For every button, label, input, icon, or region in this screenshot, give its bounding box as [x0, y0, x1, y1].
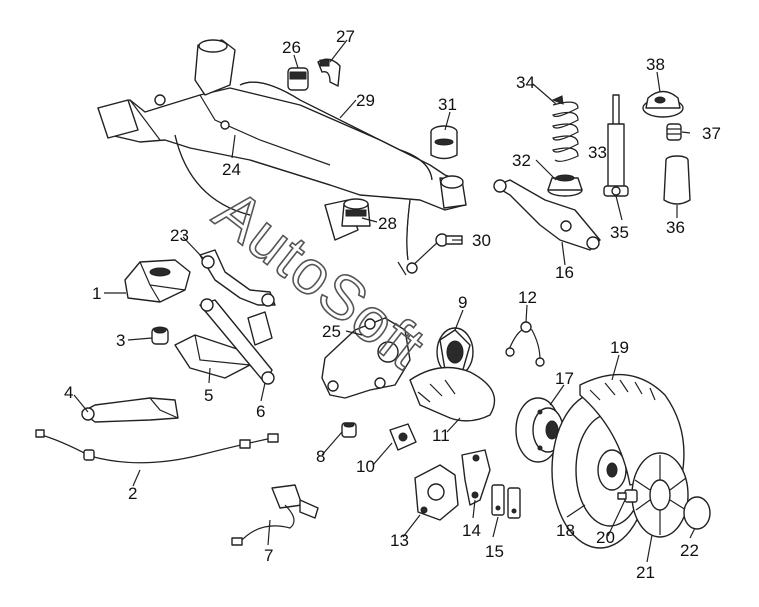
small-bushing-part	[341, 422, 357, 438]
abs-sensor-part	[231, 484, 319, 546]
leader-lines	[73, 39, 696, 563]
callout-6: 6	[256, 402, 265, 421]
callout-33: 33	[588, 143, 607, 162]
caliper-carrier-part	[461, 449, 491, 506]
lower-control-arm-part	[493, 179, 601, 251]
callout-12: 12	[518, 288, 537, 307]
callout-21: 21	[636, 563, 655, 582]
callout-16: 16	[555, 263, 574, 282]
shock-absorber-part	[603, 94, 629, 197]
bracket-part	[124, 259, 191, 303]
spring-seat-part	[547, 174, 583, 197]
callout-35: 35	[610, 223, 629, 242]
hubcap-part	[631, 452, 689, 538]
callout-1: 1	[92, 284, 101, 303]
mount-part	[341, 198, 371, 227]
stabilizer-bar-part	[174, 81, 433, 261]
callout-labels: 1 2 3 4 5 6 7 8 9 10 11 12 13 14 15 16 1…	[64, 27, 721, 582]
callout-26: 26	[282, 38, 301, 57]
callout-17: 17	[555, 369, 574, 388]
stabilizer-bushing-part	[287, 67, 309, 91]
brake-caliper-part	[414, 464, 459, 521]
callout-18: 18	[556, 521, 575, 540]
callout-30: 30	[472, 231, 491, 250]
callout-31: 31	[438, 95, 457, 114]
callout-32: 32	[512, 151, 531, 170]
lateral-arm-part	[81, 397, 179, 423]
brake-pads-part	[491, 484, 521, 519]
top-mount-part	[642, 90, 684, 118]
callout-34: 34	[516, 73, 535, 92]
callout-5: 5	[204, 386, 213, 405]
sensor-bracket-part	[505, 321, 545, 367]
callout-3: 3	[116, 331, 125, 350]
bushing-part	[151, 326, 169, 345]
callout-25: 25	[322, 322, 341, 341]
dust-boot-part	[663, 155, 691, 205]
callout-10: 10	[356, 457, 375, 476]
callout-27: 27	[336, 27, 355, 46]
callout-20: 20	[596, 528, 615, 547]
knuckle-part	[321, 317, 411, 399]
subframe-part	[97, 39, 467, 241]
callout-4: 4	[64, 383, 73, 402]
bushing-clamp-part	[317, 58, 341, 87]
callout-23: 23	[170, 226, 189, 245]
callout-19: 19	[610, 338, 629, 357]
center-cap-part	[683, 496, 711, 530]
track-link-part	[199, 298, 275, 385]
callout-2: 2	[128, 484, 137, 503]
callout-13: 13	[390, 531, 409, 550]
dust-shield-part	[409, 366, 496, 422]
callout-28: 28	[378, 214, 397, 233]
callout-15: 15	[485, 542, 504, 561]
upper-arm-part	[199, 249, 276, 307]
callout-29: 29	[356, 91, 375, 110]
callout-22: 22	[680, 541, 699, 560]
bearing-part	[389, 423, 417, 451]
callout-7: 7	[264, 546, 273, 565]
callout-37: 37	[702, 124, 721, 143]
brake-cable-part	[35, 429, 279, 464]
callout-36: 36	[666, 218, 685, 237]
callout-8: 8	[316, 447, 325, 466]
callout-11: 11	[432, 426, 450, 445]
bump-stop-part	[666, 123, 682, 141]
callout-24: 24	[222, 160, 241, 179]
rubber-mount-part	[430, 125, 458, 160]
wheel-bolt-part	[617, 489, 638, 503]
callout-9: 9	[458, 293, 467, 312]
callout-14: 14	[462, 521, 481, 540]
callout-38: 38	[646, 55, 665, 74]
coil-spring-part	[551, 95, 579, 162]
